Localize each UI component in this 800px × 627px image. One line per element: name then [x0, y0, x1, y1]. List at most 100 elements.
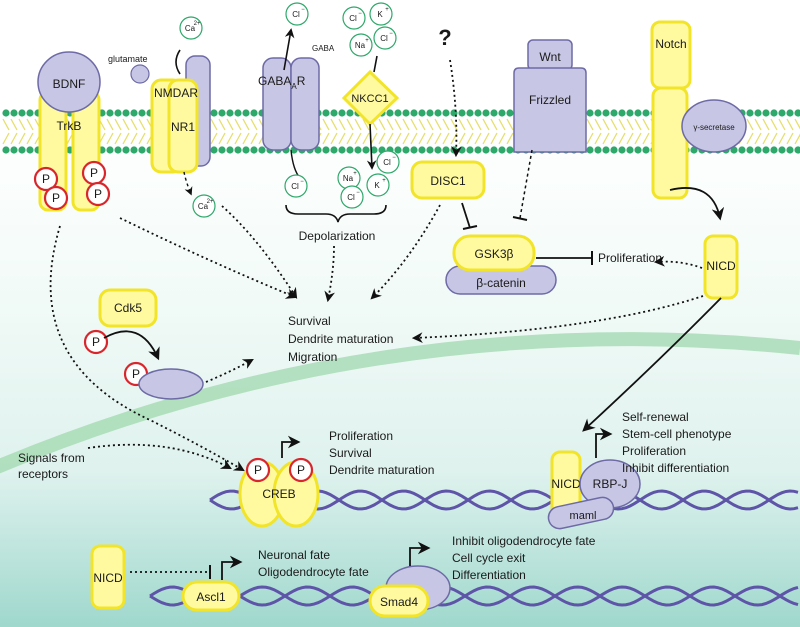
lipid-head [794, 109, 800, 117]
lipid-head [226, 146, 234, 154]
calcium-entry-arrow [183, 171, 193, 196]
lipid-tail [410, 118, 418, 131]
lipid-head [458, 146, 466, 154]
lipid-head [402, 146, 410, 154]
lipid-head [114, 109, 122, 117]
lipid-head [338, 109, 346, 117]
lipid-head [338, 146, 346, 154]
smad4-outcome-2: Differentiation [452, 568, 526, 582]
lipid-tail [138, 132, 146, 145]
ion-bubble [285, 2, 309, 26]
lipid-head [314, 146, 322, 154]
trkb-phospho-3: P [81, 160, 107, 186]
frizzled-receptor: Wnt Frizzled [512, 39, 587, 221]
ion-charge: − [389, 31, 393, 37]
ion-bubble [179, 16, 203, 40]
lipid-head [762, 146, 770, 154]
trkb-to-creb-arrow [49, 225, 245, 472]
lipid-tail [450, 118, 458, 131]
lipid-head [242, 109, 250, 117]
sodium-ion-in: Na+ [337, 166, 361, 190]
ion-label: Ca [185, 24, 196, 33]
nmdar-receptor: glutamate NMDAR NR1 [108, 49, 211, 196]
glutamate-label: glutamate [108, 54, 148, 64]
lipid-tail [642, 118, 650, 131]
lipid-tail [250, 118, 258, 131]
beta-catenin-label: β-catenin [476, 276, 526, 290]
lipid-tail [346, 118, 354, 131]
ascl1-module: NICD Ascl1 Neuronal fate Oligodendrocyte… [90, 544, 369, 612]
lipid-head [354, 146, 362, 154]
smad4-label: Smad4 [380, 595, 418, 609]
lipid-tail [602, 132, 610, 145]
phospho-label: P [92, 335, 100, 349]
lipid-tail [10, 118, 18, 131]
cdk5-phospho-1: P [83, 329, 109, 355]
chloride-ion-nkcc1-2: Cl− [373, 26, 397, 50]
ion-bubble [376, 150, 400, 174]
lipid-tail [338, 118, 346, 131]
lipid-tail [338, 132, 346, 145]
lipid-head [402, 109, 410, 117]
signals-label-line2: receptors [18, 467, 68, 481]
nkcc1-transporter: NKCC1 [341, 55, 400, 170]
ion-charge: + [382, 178, 386, 184]
dna-strand [149, 585, 799, 607]
nkcc1-label: NKCC1 [351, 93, 388, 105]
gsk3b-proliferation-label: Proliferation [598, 251, 662, 265]
nmdar-label: NMDAR [154, 86, 198, 100]
ascl1-outcome-1: Oligodendrocyte fate [258, 565, 369, 579]
lipid-tail [226, 132, 234, 145]
chloride-ion-nkcc1-1: Cl− [342, 6, 366, 30]
lipid-head [122, 109, 130, 117]
lipid-tail [618, 118, 626, 131]
lipid-tail [474, 118, 482, 131]
ion-bubble [369, 2, 393, 26]
lipid-tail [130, 118, 138, 131]
trkb-phospho-4: P [85, 181, 111, 207]
disc1-label: DISC1 [430, 174, 466, 188]
lipid-head [498, 146, 506, 154]
lipid-head [498, 109, 506, 117]
lipid-tail [210, 118, 218, 131]
lipid-tail [426, 132, 434, 145]
lipid-head [626, 146, 634, 154]
lipid-tail [218, 132, 226, 145]
lipid-head [122, 146, 130, 154]
frizzled-body [513, 67, 587, 153]
lipid-tail [786, 118, 794, 131]
signals-to-creb-arrow [87, 443, 232, 470]
lipid-head [506, 146, 514, 154]
ascl1-outcome-0: Neuronal fate [258, 548, 330, 562]
gabaa-receptor: GABAAR GABA [258, 28, 335, 179]
ion-charge: − [358, 11, 362, 17]
depolarization-label: Depolarization [299, 229, 376, 243]
chloride-ion-out-1: Cl− [285, 2, 309, 26]
cdk5-substrate [138, 368, 204, 400]
notch-label: Notch [655, 37, 686, 51]
wnt-label: Wnt [539, 50, 561, 64]
outcome-survival: Survival [288, 314, 331, 328]
outcome-dendrite-maturation: Dendrite maturation [288, 332, 393, 346]
nr1-subunit [167, 78, 199, 174]
lipid-head [626, 109, 634, 117]
lipid-head [474, 146, 482, 154]
lipid-head [250, 109, 258, 117]
nicd-cytoplasm: NICD [411, 234, 739, 432]
lipid-head [586, 109, 594, 117]
lipid-tail [498, 132, 506, 145]
ion-label: K [374, 181, 380, 190]
lipid-head [610, 109, 618, 117]
lipid-tail [122, 132, 130, 145]
disc1-protein: DISC1 [410, 160, 486, 200]
smad4-module: Smad4 Inhibit oligodendrocyte fate Cell … [368, 534, 596, 618]
unknown-signal-mark: ? [438, 25, 451, 50]
lipid-tail [418, 118, 426, 131]
lipid-tail [474, 132, 482, 145]
lipid-head [594, 146, 602, 154]
lipid-tail [138, 118, 146, 131]
lipid-head [594, 109, 602, 117]
lipid-tail [634, 118, 642, 131]
lipid-tail [442, 132, 450, 145]
